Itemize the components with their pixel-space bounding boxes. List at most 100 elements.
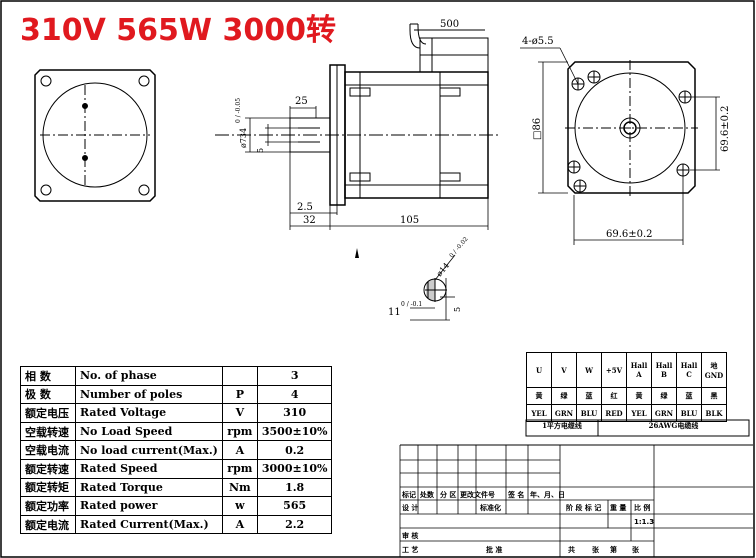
spec-value: 565	[256, 496, 333, 516]
wire-header: Hall B	[651, 352, 677, 388]
tb-count: 处数	[419, 490, 435, 499]
tb-ratio-value: 1:1.3	[634, 518, 654, 526]
dim-key-depth-tol: 0 / -0.1	[401, 301, 422, 308]
wire-color-en: YEL	[526, 404, 552, 422]
shaft-section	[410, 254, 456, 321]
front-view-right	[565, 60, 698, 196]
spec-en: Rated Torque	[75, 477, 223, 498]
wire-color-cn: 蓝	[676, 387, 702, 405]
tb-page: 第	[610, 545, 617, 554]
spec-cn: 额定电压	[20, 403, 76, 423]
spec-cn: 极 数	[20, 384, 76, 405]
dim-body-length: 105	[400, 215, 419, 226]
tb-stage: 阶 段 标 记	[566, 503, 601, 512]
right-dimension-lines	[520, 47, 720, 245]
spec-unit: P	[221, 384, 258, 405]
spec-value: 2.2	[256, 514, 333, 535]
front-view-left	[34, 69, 156, 202]
wire-color-en: GRN	[551, 404, 577, 422]
dim-key-depth: 11	[388, 307, 401, 318]
spec-cn: 额定转速	[20, 458, 76, 479]
wire-header: Hall A	[626, 352, 652, 388]
dim-shaft-tol: 0 / -0.05	[235, 98, 242, 123]
spec-en: No. of phase	[75, 366, 223, 386]
spec-cn: 空载转速	[20, 421, 76, 442]
spec-en: No load current(Max.)	[75, 440, 223, 460]
wire-header: 地 GND	[701, 352, 727, 388]
spec-en: Rated Current(Max.)	[75, 514, 223, 535]
spec-cn: 额定功率	[20, 496, 76, 516]
tb-sheets: 张	[592, 545, 600, 554]
dim-flange-thickness: 2.5	[297, 202, 313, 213]
wire-color-cn: 黄	[626, 387, 652, 405]
wire-color-cn: 红	[601, 387, 627, 405]
tb-zone: 分 区	[440, 490, 456, 499]
dim-lead-length: 500	[440, 19, 459, 30]
wire-header: W	[576, 352, 602, 388]
spec-unit: V	[221, 403, 258, 423]
page-title: 310V 565W 3000转	[20, 13, 336, 48]
section-mark	[355, 248, 359, 258]
spec-en: Rated power	[75, 496, 223, 516]
dim-key-dia-tol: 0 / -0.02	[448, 235, 470, 259]
wire-color-cn: 黄	[526, 387, 552, 405]
wire-header: +5V	[601, 352, 627, 388]
spec-unit: w	[221, 496, 258, 516]
wire-header: U	[526, 352, 552, 388]
dim-pcd-horizontal: 69.6±0.2	[606, 229, 653, 240]
tb-mark: 标记	[401, 490, 416, 499]
spec-unit: rpm	[221, 458, 258, 479]
spec-value: 1.8	[256, 477, 333, 498]
spec-unit: A	[221, 514, 258, 535]
tb-page-end: 张	[632, 545, 640, 554]
spec-en: Rated Speed	[75, 458, 223, 479]
spec-en: Rated Voltage	[75, 403, 223, 423]
wire-color-cn: 黑	[701, 387, 727, 405]
side-view	[215, 23, 500, 206]
wire-color-en: GRN	[651, 404, 677, 422]
tb-process: 工 艺	[402, 545, 418, 554]
wire-header: Hall C	[676, 352, 702, 388]
wiring-footer-right: 26AWG电缆线	[648, 421, 699, 430]
tb-signature: 签 名	[507, 490, 524, 499]
dim-frame: □86	[532, 118, 543, 140]
wire-header: V	[551, 352, 577, 388]
spec-value: 310	[256, 403, 333, 423]
spec-en: Number of poles	[75, 384, 223, 405]
tb-date: 年、月、日	[530, 490, 565, 499]
spec-en: No Load Speed	[75, 421, 223, 442]
side-dimension-lines	[245, 106, 489, 230]
wire-color-en: RED	[601, 404, 627, 422]
dim-pcd-vertical: 69.6±0.2	[720, 105, 731, 152]
spec-unit: Nm	[221, 477, 258, 498]
spec-value: 3000±10%	[256, 458, 333, 479]
spec-cn: 额定电流	[20, 514, 76, 535]
dim-key-width-section: 5	[453, 307, 462, 312]
spec-unit: A	[221, 440, 258, 460]
dim-holes: 4-ø5.5	[522, 36, 554, 47]
tb-weight: 重 量	[610, 503, 626, 512]
tb-approve: 批 准	[486, 545, 502, 554]
spec-cn: 空载电流	[20, 440, 76, 460]
spec-value: 0.2	[256, 440, 333, 460]
wire-color-en: BLK	[701, 404, 727, 422]
spec-unit	[221, 366, 258, 386]
tb-review: 审 核	[402, 531, 418, 540]
tb-ratio: 比 例	[634, 503, 650, 512]
wire-color-cn: 绿	[551, 387, 577, 405]
spec-value: 3500±10%	[256, 421, 333, 442]
spec-cn: 相 数	[20, 366, 76, 386]
spec-value: 4	[256, 384, 333, 405]
spec-value: 3	[256, 366, 333, 386]
tb-design: 设 计	[402, 503, 418, 512]
